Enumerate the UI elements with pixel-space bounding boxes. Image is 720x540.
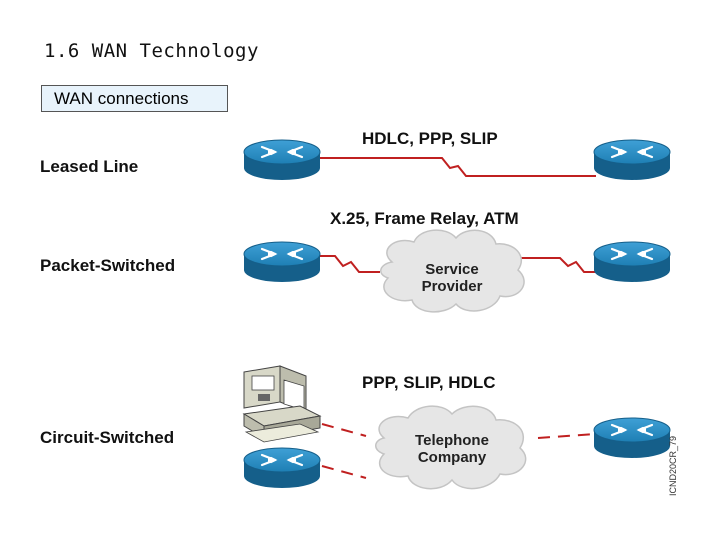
cloud-label-line: Telephone [415, 432, 489, 449]
circuit-switched-links [321, 423, 597, 479]
section-tag: WAN connections [41, 85, 228, 112]
cloud-label-line: Provider [421, 278, 483, 295]
figure-id: ICND20CR_79 [668, 436, 678, 496]
router-icon [592, 416, 672, 460]
computer-icon [242, 365, 322, 443]
cloud-icon [375, 405, 527, 490]
cloud-icon [380, 229, 525, 313]
router-icon [242, 240, 322, 284]
router-icon [592, 138, 672, 182]
row-label-packet-switched: Packet-Switched [40, 256, 176, 275]
cloud-label-line: Service [425, 261, 479, 278]
router-icon [242, 138, 322, 182]
cloud-label-line: Company [417, 449, 487, 466]
router-icon [242, 446, 322, 490]
cloud-label-service-provider: Service Provider [402, 261, 502, 295]
protocols-circuit-switched: PPP, SLIP, HDLC [362, 373, 496, 392]
router-icon [592, 240, 672, 284]
cloud-label-telephone-company: Telephone Company [402, 432, 502, 466]
protocols-packet-switched: X.25, Frame Relay, ATM [330, 209, 519, 228]
leased-line-link [320, 157, 596, 177]
row-label-leased-line: Leased Line [40, 157, 139, 176]
protocols-leased-line: HDLC, PPP, SLIP [362, 129, 498, 148]
row-label-circuit-switched: Circuit-Switched [40, 428, 175, 447]
packet-switched-links [320, 255, 596, 273]
slide-title: 1.6 WAN Technology [44, 40, 259, 62]
